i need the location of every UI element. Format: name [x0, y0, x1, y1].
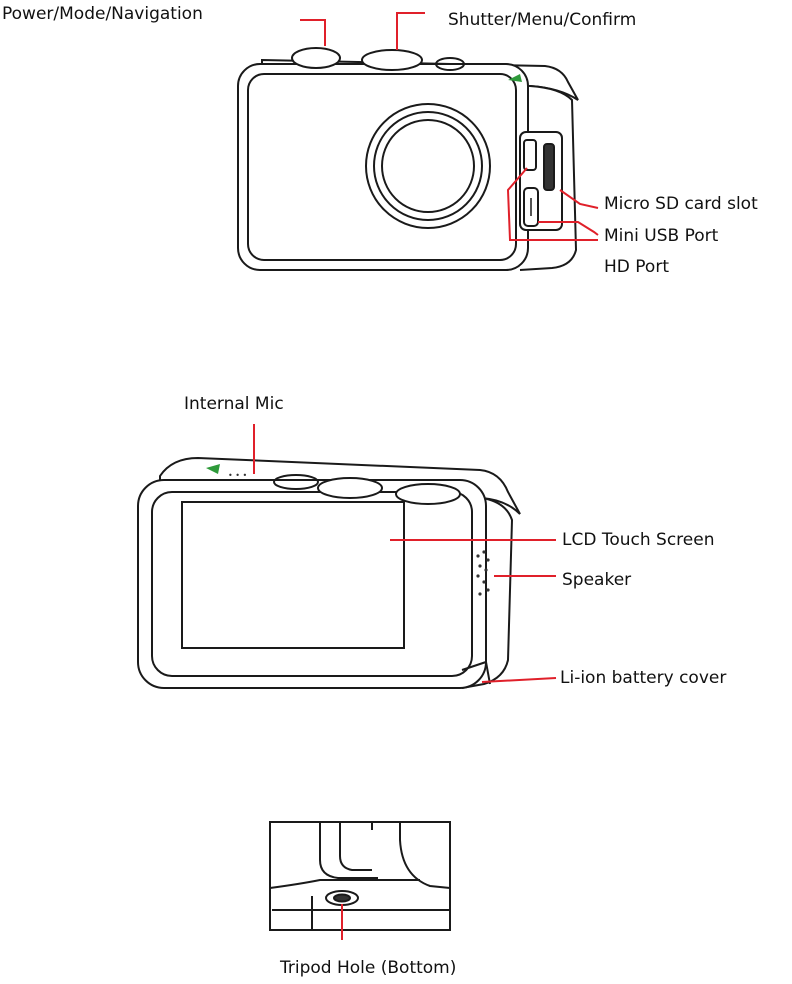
front-leaders — [300, 12, 599, 241]
power-leader — [300, 19, 326, 46]
camera-back-view — [137, 456, 521, 689]
shutter-button-front — [361, 49, 423, 71]
back-leaders — [253, 424, 557, 683]
label-power-mode-navigation: Power/Mode/Navigation — [2, 4, 203, 24]
usb-leader — [538, 221, 599, 236]
mic-holes: • • • — [228, 471, 247, 480]
camera-front-view — [237, 47, 579, 271]
power-button-back — [317, 477, 383, 499]
micro-sd-slot — [543, 143, 555, 191]
power-button-front — [291, 47, 341, 69]
label-internal-mic: Internal Mic — [184, 394, 284, 414]
speaker-grille — [476, 550, 490, 596]
tripod-view — [269, 821, 451, 931]
sd-leader — [559, 189, 599, 209]
shutter-leader — [396, 12, 425, 50]
indicator-led-front — [508, 74, 522, 82]
hd-port — [523, 187, 539, 227]
lens — [365, 103, 491, 229]
label-tripod-hole: Tripod Hole (Bottom) — [280, 958, 457, 978]
shutter-button-back — [395, 483, 461, 505]
label-lcd-touch-screen: LCD Touch Screen — [562, 530, 715, 550]
hd-leader — [506, 167, 598, 241]
label-li-ion-battery-cover: Li-ion battery cover — [560, 668, 727, 688]
label-mini-usb-port: Mini USB Port — [604, 226, 719, 246]
label-speaker: Speaker — [562, 570, 632, 590]
indicator-led-back — [206, 464, 220, 474]
label-hd-port: HD Port — [604, 257, 669, 277]
label-shutter-menu-confirm: Shutter/Menu/Confirm — [448, 10, 637, 30]
label-micro-sd-card-slot: Micro SD card slot — [604, 194, 758, 214]
lcd-screen — [181, 501, 405, 649]
mini-usb-port — [523, 139, 537, 171]
battery-leader — [481, 677, 557, 683]
